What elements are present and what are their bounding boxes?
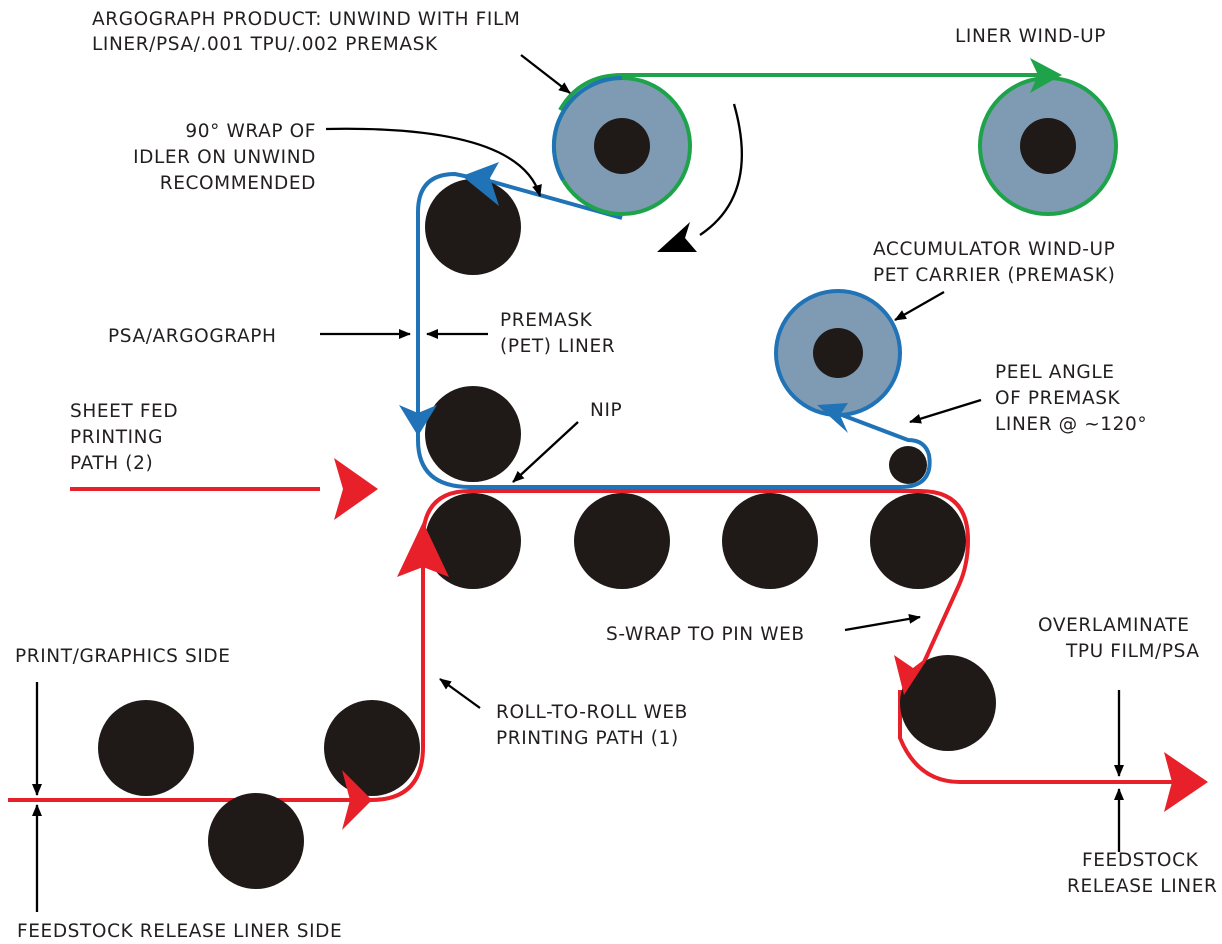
rollers xyxy=(98,179,996,889)
overlam-label-line2: TPU FILM/PSA xyxy=(1065,641,1200,662)
wrap-label-line2: IDLER ON UNWIND xyxy=(133,147,316,168)
unwind-roll xyxy=(551,75,692,216)
premask-label-line2: (PET) LINER xyxy=(500,336,615,357)
feed-roller-1 xyxy=(98,700,194,796)
r2r-label-line1: ROLL-TO-ROLL WEB xyxy=(496,702,688,723)
r2r-pointer xyxy=(439,678,481,709)
exit-roller xyxy=(900,655,996,751)
exit-red-web-line xyxy=(898,690,1178,784)
print-side-label: PRINT/GRAPHICS SIDE xyxy=(15,646,231,667)
premask-label-line1: PREMASK xyxy=(500,310,593,331)
sheet-fed-red-arrow xyxy=(334,458,378,520)
exit-red-arrow xyxy=(1164,752,1208,812)
unwind-rotation-arrow xyxy=(657,103,744,252)
peel-label-line2: OF PREMASK xyxy=(995,388,1121,409)
laminator-red-web-line xyxy=(421,489,971,683)
peel-label-line1: PEEL ANGLE xyxy=(995,362,1115,383)
wrap-label-line1: 90° WRAP OF xyxy=(185,121,316,142)
accumulator-blue-arrow xyxy=(817,403,848,433)
pointer-leaders xyxy=(32,54,1124,912)
liner-windup-label: LINER WIND-UP xyxy=(955,26,1106,47)
feed-roller-3 xyxy=(324,700,420,796)
unwind-blue-web-line xyxy=(416,171,623,412)
laminator-roller-4 xyxy=(870,493,966,589)
swrap-label: S-WRAP TO PIN WEB xyxy=(606,624,805,645)
upper-nip-roller xyxy=(425,386,521,482)
accumulator-label-line1: ACCUMULATOR WIND-UP xyxy=(873,239,1115,260)
unwind-idler-roller xyxy=(425,179,521,275)
rotation-arrow-curve xyxy=(699,103,744,236)
sheet-fed-label-line3: PATH (2) xyxy=(70,453,153,474)
unwind-label-line2: LINER/PSA/.001 TPU/.002 PREMASK xyxy=(92,34,438,55)
rotation-arrow-head xyxy=(657,222,697,252)
unwind-roll-blue-arc xyxy=(551,75,623,181)
labels: ARGOGRAPH PRODUCT: UNWIND WITH FILM LINE… xyxy=(15,9,1217,942)
laminator-roller-3 xyxy=(722,493,818,589)
sheet-fed-label-line2: PRINTING xyxy=(70,427,163,448)
peel-roller xyxy=(889,446,927,484)
feedstock-liner-side-label: FEEDSTOCK RELEASE LINER SIDE xyxy=(17,921,342,942)
unwind-label-line1: ARGOGRAPH PRODUCT: UNWIND WITH FILM xyxy=(92,9,520,30)
accumulator-label-line2: PET CARRIER (PREMASK) xyxy=(873,265,1115,286)
sheet-fed-label-line1: SHEET FED xyxy=(70,401,178,422)
flow-arrowheads xyxy=(334,58,1208,830)
wrap-label-line3: RECOMMENDED xyxy=(160,173,316,194)
nip-pointer xyxy=(512,421,579,483)
swrap-red-arrow xyxy=(894,655,930,695)
argograph-web-path xyxy=(416,171,932,489)
peel-label-line3: LINER @ ~120° xyxy=(995,414,1147,435)
lower-nip-roller xyxy=(425,493,521,589)
swrap-pointer xyxy=(844,613,921,632)
wrap-pointer xyxy=(325,127,542,197)
accumulator-pointer xyxy=(894,291,945,321)
nip-blue-web-line xyxy=(416,405,932,489)
psa-argograph-label: PSA/ARGOGRAPH xyxy=(108,326,277,347)
overlam-label-line1: OVERLAMINATE xyxy=(1038,615,1190,636)
r2r-label-line2: PRINTING PATH (1) xyxy=(496,728,679,749)
feedstock-liner-label-line1: FEEDSTOCK xyxy=(1082,850,1199,871)
unwind-pointer xyxy=(520,54,571,94)
unwind-roll-core xyxy=(594,118,650,174)
accumulator-windup-roll xyxy=(774,289,902,417)
accumulator-roll-core xyxy=(813,328,863,378)
nip-label: NIP xyxy=(590,400,622,421)
roll-to-roll-web-line xyxy=(8,540,425,802)
liner-flow-arrow xyxy=(1030,58,1062,93)
nip-blue-arrow xyxy=(399,405,437,436)
feedstock-liner-label-line2: RELEASE LINER xyxy=(1067,876,1217,897)
unwind-idler-blue-arrow xyxy=(462,162,499,206)
liner-windup-roll xyxy=(978,76,1118,216)
peel-pointer xyxy=(909,398,982,424)
feed-roller-2 xyxy=(208,793,304,889)
liner-windup-roll-core xyxy=(1020,118,1076,174)
liner-web-line xyxy=(558,73,1048,112)
feed-red-arrow xyxy=(342,770,372,830)
rise-red-arrow xyxy=(397,522,449,577)
laminator-roller-2 xyxy=(574,493,670,589)
feedstock-web-path xyxy=(8,487,1178,802)
